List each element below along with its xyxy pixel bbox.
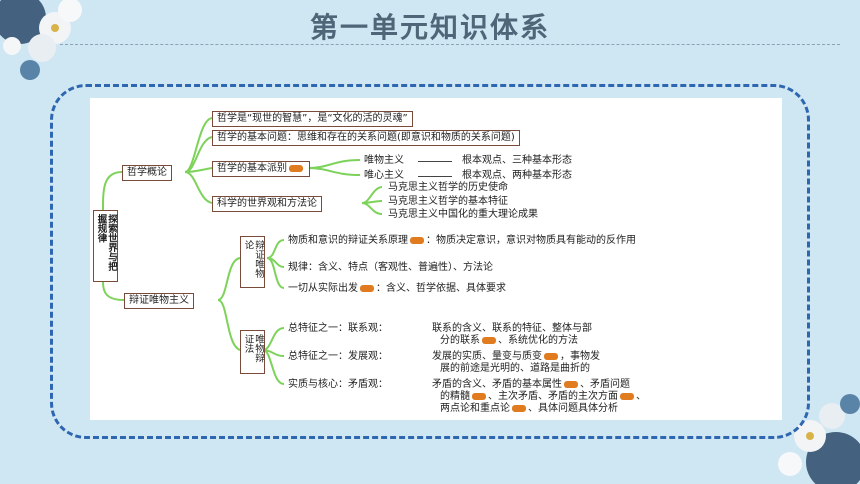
badge-icon — [482, 336, 496, 344]
root-node: 探索世界与把握规律 — [93, 210, 118, 282]
badge-icon — [472, 392, 486, 400]
node-philosophy-wisdom: 哲学是“现世的智慧”，是“文化的活的灵魂” — [212, 111, 413, 127]
connection-l2: 分的联系 、系统优化的方法 — [440, 334, 578, 347]
badge-icon — [360, 284, 374, 292]
materialism-dash — [418, 161, 452, 162]
sub-dialectical-materialism-theory: 辩证唯物论 — [240, 236, 265, 288]
contradiction-l2-c: 、 — [636, 391, 646, 402]
matter-consciousness-line: 物质和意识的辩证关系原理 ：物质决定意识，意识对物质具有能动的反作用 — [288, 234, 636, 247]
contradiction-l3-b: 、具体问题具体分析 — [528, 403, 618, 414]
badge-icon — [564, 380, 578, 388]
marxism-mission: 马克思主义哲学的历史使命 — [388, 182, 508, 193]
badge-icon — [544, 352, 558, 360]
badge-icon — [620, 392, 634, 400]
contradiction-l1-post: 、矛盾问题 — [580, 379, 630, 390]
contradiction-l3: 两点论和重点论 、具体问题具体分析 — [440, 402, 618, 415]
reality-pre: 一切从实际出发 — [288, 283, 358, 294]
sub-materialist-dialectics: 唯物辩证法 — [240, 330, 265, 374]
badge-icon — [512, 404, 526, 412]
node-basic-question: 哲学的基本问题：思维和存在的关系问题(即意识和物质的关系问题) — [212, 130, 520, 146]
flower-decoration-bottom-right — [778, 394, 860, 484]
connection-l2-pre: 分的联系 — [440, 335, 480, 346]
reality-line: 一切从实际出发 ：含义、哲学依据、具体要求 — [288, 282, 506, 295]
materialism-label: 唯物主义 — [364, 155, 404, 166]
contradiction-l2-a: 的精髓 — [440, 391, 470, 402]
node-basic-schools: 哲学的基本派别 — [212, 161, 310, 177]
mindmap-panel — [90, 98, 782, 420]
title-divider — [60, 44, 840, 45]
contradiction-l1: 矛盾的含义、矛盾的基本属性 、矛盾问题 — [432, 378, 630, 391]
branch-philosophy-overview: 哲学概论 — [122, 165, 172, 181]
connection-l1: 联系的含义、联系的特征、整体与部 — [432, 323, 592, 334]
development-left: 总特征之一：发展观： — [288, 351, 388, 362]
matter-consciousness-pre: 物质和意识的辩证关系原理 — [288, 235, 408, 246]
dashed-frame — [50, 84, 810, 439]
contradiction-l1-pre: 矛盾的含义、矛盾的基本属性 — [432, 379, 562, 390]
contradiction-left: 实质与核心：矛盾观： — [288, 379, 388, 390]
idealism-detail: 根本观点、两种基本形态 — [462, 170, 572, 181]
connection-l2-post: 、系统优化的方法 — [498, 335, 578, 346]
badge-icon — [289, 164, 303, 172]
development-l1: 发展的实质、量变与质变 ，事物发 — [432, 350, 600, 363]
contradiction-l3-a: 两点论和重点论 — [440, 403, 510, 414]
branch-dialectical-materialism: 辩证唯物主义 — [124, 293, 194, 309]
flower-decoration-top-left — [0, 0, 82, 80]
marxism-features: 马克思主义哲学的基本特征 — [388, 196, 508, 207]
contradiction-l2: 的精髓 、主次矛盾、矛盾的主次方面 、 — [440, 390, 646, 403]
connection-left: 总特征之一：联系观： — [288, 323, 388, 334]
development-l1-pre: 发展的实质、量变与质变 — [432, 351, 542, 362]
badge-icon — [410, 236, 424, 244]
contradiction-l2-b: 、主次矛盾、矛盾的主次方面 — [488, 391, 618, 402]
slide-title: 第一单元知识体系 — [309, 11, 550, 44]
materialism-detail: 根本观点、三种基本形态 — [462, 155, 572, 166]
idealism-label: 唯心主义 — [364, 170, 404, 181]
reality-post: ：含义、哲学依据、具体要求 — [376, 283, 506, 294]
node-basic-schools-label: 哲学的基本派别 — [217, 163, 287, 174]
marxism-sinicization: 马克思主义中国化的重大理论成果 — [388, 209, 538, 220]
law-line: 规律：含义、特点（客观性、普遍性）、方法论 — [288, 262, 493, 273]
matter-consciousness-post: ：物质决定意识，意识对物质具有能动的反作用 — [426, 235, 636, 246]
development-l2: 展的前途是光明的、道路是曲折的 — [440, 363, 590, 374]
development-l1-post: ，事物发 — [560, 351, 600, 362]
idealism-dash — [418, 176, 452, 177]
node-scientific-worldview: 科学的世界观和方法论 — [212, 196, 322, 212]
